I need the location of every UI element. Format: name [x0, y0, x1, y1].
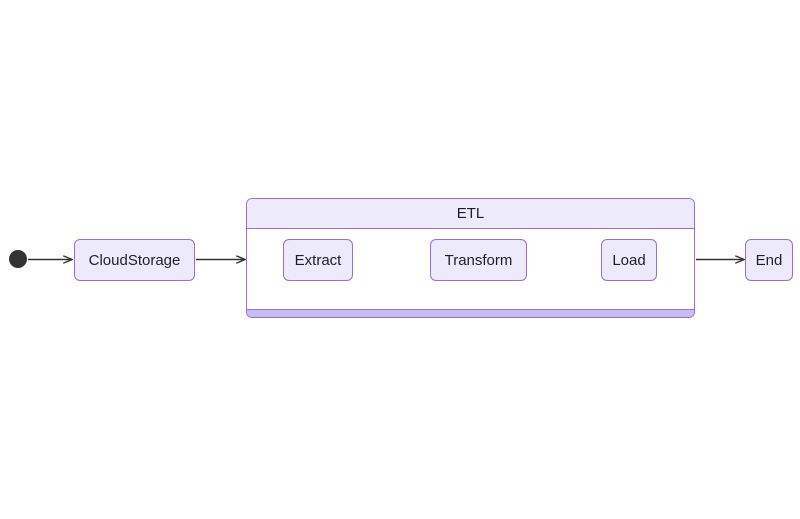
node-end[interactable]: End	[745, 239, 793, 281]
node-transform[interactable]: Transform	[430, 239, 527, 281]
node-cloudstorage-label: CloudStorage	[88, 251, 181, 269]
start-state-marker[interactable]	[9, 250, 27, 268]
node-extract-label: Extract	[294, 251, 342, 269]
node-end-label: End	[755, 251, 783, 269]
node-load-label: Load	[612, 251, 646, 269]
node-load[interactable]: Load	[601, 239, 657, 281]
cluster-etl-title: ETL	[456, 205, 485, 222]
node-transform-label: Transform	[444, 251, 513, 269]
node-extract[interactable]: Extract	[283, 239, 353, 281]
cluster-etl-bottom-bar	[247, 309, 694, 317]
node-cloudstorage[interactable]: CloudStorage	[74, 239, 195, 281]
cluster-etl-title-bar: ETL	[247, 199, 694, 229]
